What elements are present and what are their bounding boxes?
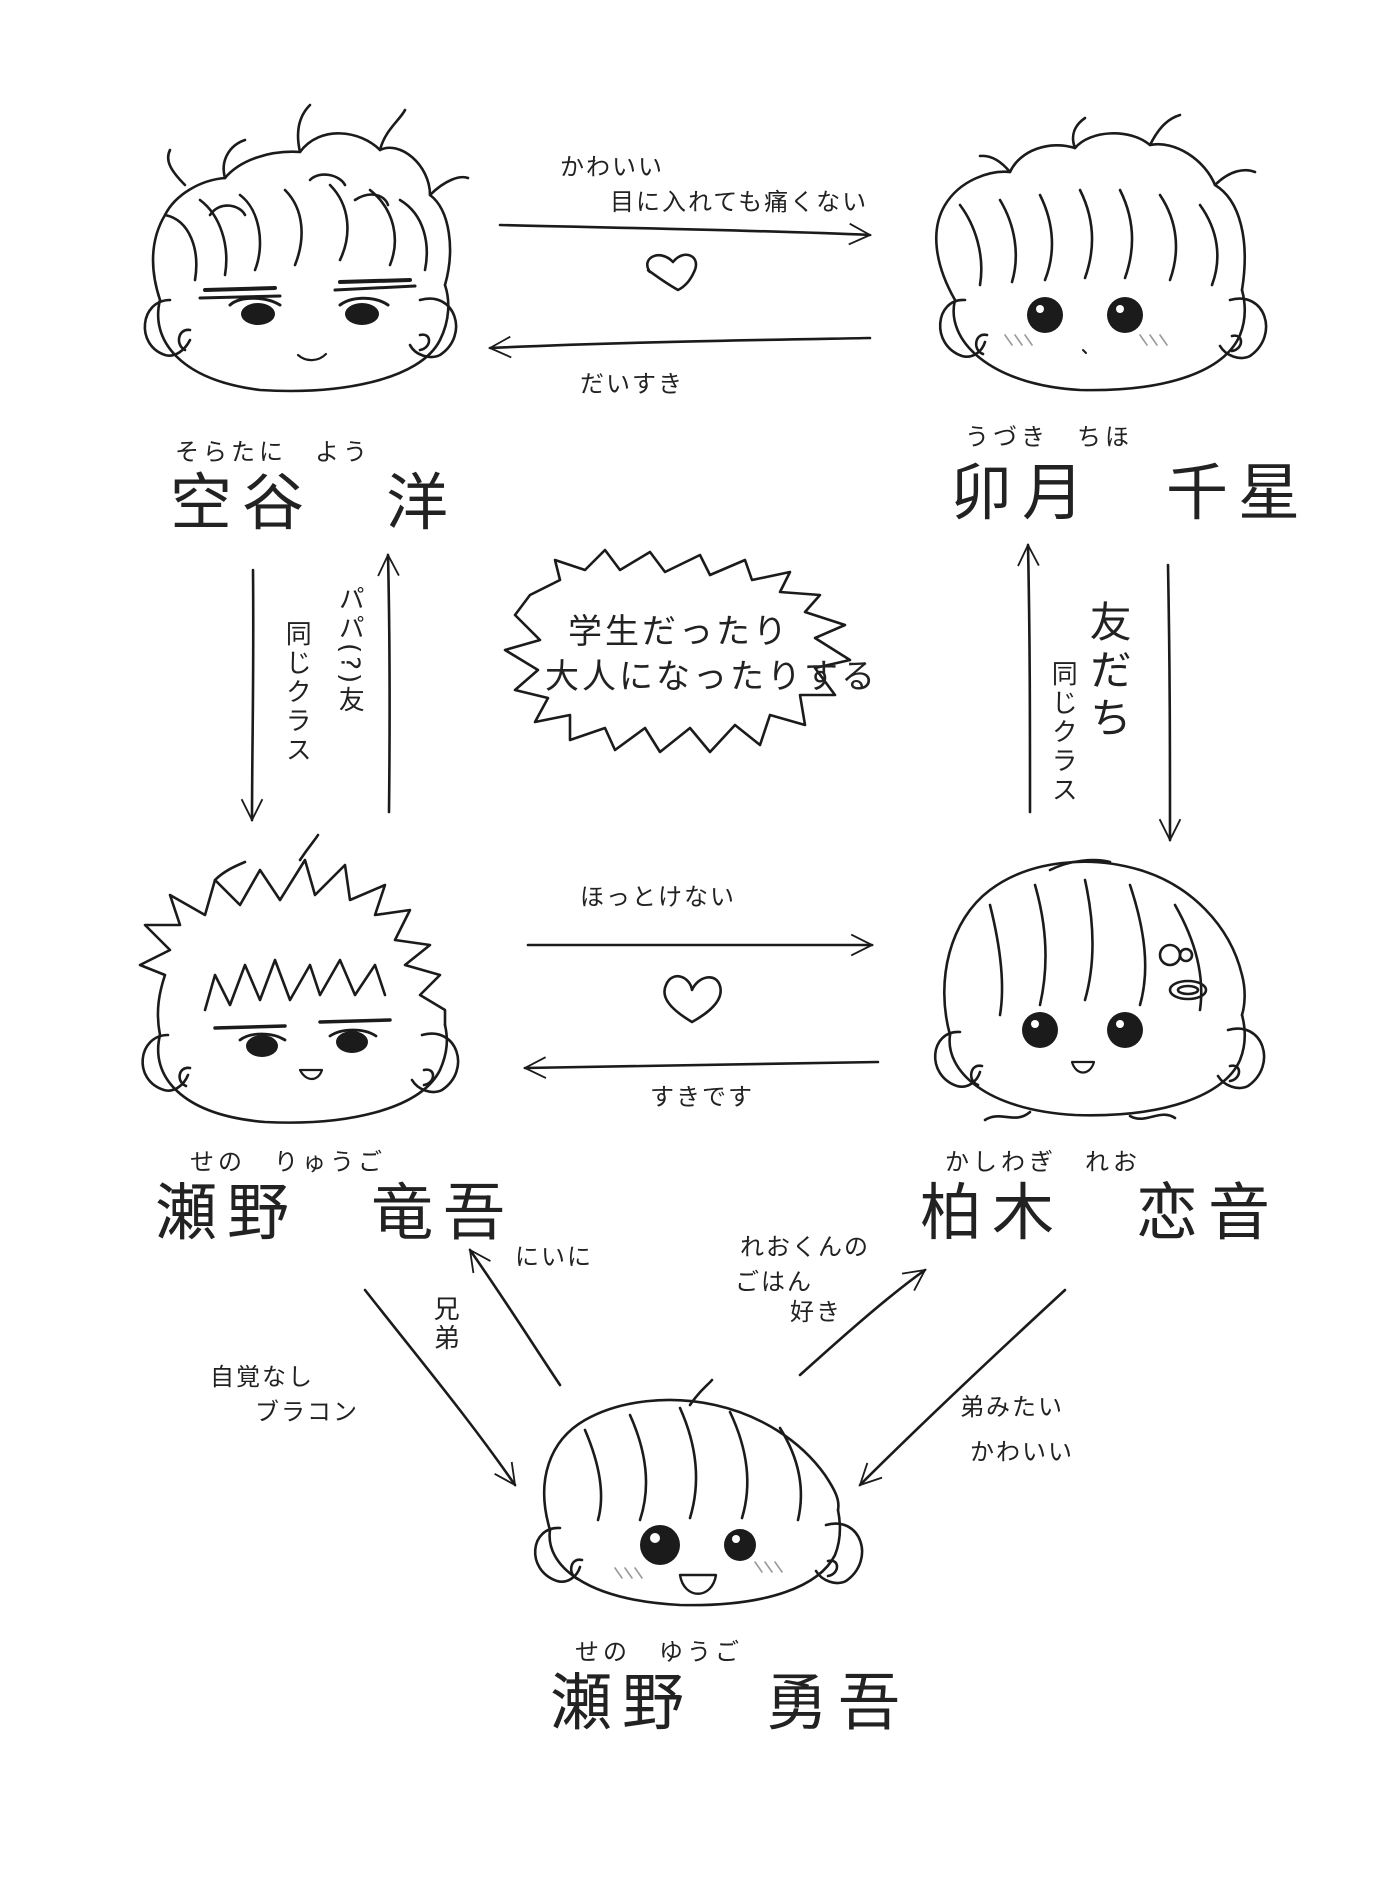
furigana-seno-yugo: せの ゆうご [575,1638,743,1666]
spiky-bubble [503,548,852,754]
arrow-kashiwagi-to-uzuki [1017,542,1040,814]
label-kashiwagi-to-yugo-2: かわいい [970,1438,1074,1466]
label-ryugo-to-yugo-2: ブラコン [255,1398,359,1426]
label-sora-seno-2: 同じクラス [281,620,312,765]
face-uzuki-chiho [935,113,1268,392]
arrow-yugo-to-kashiwagi [798,1268,927,1377]
arrow-sora-to-uzuki [498,222,873,246]
face-seno-ryugo [138,833,460,1124]
heart-top [646,253,698,292]
face-seno-yugo [533,1378,864,1607]
label-kashiwagi-to-yugo-1: 弟みたい [960,1393,1064,1421]
furigana-soratani-you: そらたに よう [175,438,371,466]
furigana-uzuki-chiho: うづき ちほ [965,423,1133,451]
arrow-ryugo-to-yugo [363,1288,517,1487]
name-uzuki-chiho: 卯月 千星 [950,456,1311,529]
label-yugo-to-kashiwagi-1: れおくんの [740,1233,870,1261]
arrow-kashiwagi-to-yugo [858,1288,1067,1487]
heart-middle [663,975,722,1024]
label-kashiwagi-to-ryugo: すきです [650,1083,754,1111]
furigana-kashiwagi-reo: かしわぎ れお [945,1148,1141,1176]
face-soratani-you [143,103,470,393]
arrow-sora-to-ryugo [240,568,264,823]
arrow-kashiwagi-to-ryugo [522,1056,880,1079]
label-sora-to-uzuki-2: 目に入れても痛くない [610,188,869,216]
label-uzuki-kashiwagi-2: 同じクラス [1047,660,1078,805]
arrow-uzuki-to-sora [487,335,872,359]
arrow-yugo-to-ryugo [468,1248,562,1387]
label-uzuki-kashiwagi-1: 友だち [1083,600,1133,744]
label-ryugo-to-yugo-1: 自覚なし [210,1363,314,1391]
name-soratani-you: 空谷 洋 [170,466,459,539]
name-seno-yugo: 瀬野 勇吾 [550,1666,911,1739]
label-sora-to-uzuki-1: かわいい [560,153,664,181]
arrow-ryugo-to-sora [377,552,400,814]
bubble-line-1: 学生だったり [568,612,790,652]
label-sora-seno-1: パパ(?)友 [334,585,365,716]
label-ryugo-to-kashiwagi: ほっとけない [580,883,736,911]
label-yugo-to-kashiwagi-3: 好き [790,1298,842,1326]
arrow-uzuki-to-kashiwagi [1158,563,1182,843]
label-yugo-to-ryugo-2: 兄弟 [429,1295,460,1353]
name-seno-ryugo: 瀬野 竜吾 [155,1176,516,1249]
name-kashiwagi-reo: 柏木 恋音 [920,1176,1281,1249]
furigana-seno-ryugo: せの りゅうご [190,1148,386,1176]
label-uzuki-to-sora: だいすき [580,370,684,398]
bubble-line-2: 大人になったりする [545,657,878,697]
label-yugo-to-ryugo-1: にいに [515,1243,593,1271]
label-yugo-to-kashiwagi-2: ごはん [735,1268,813,1296]
face-kashiwagi-reo [933,858,1266,1122]
